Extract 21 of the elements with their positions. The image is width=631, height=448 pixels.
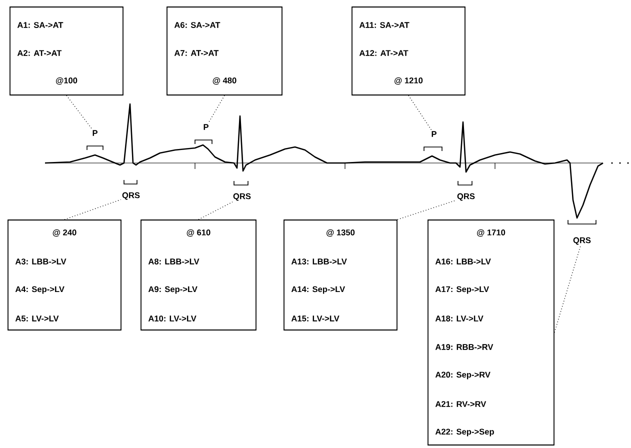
wave-label: QRS: [233, 193, 251, 201]
leader-line: [554, 246, 581, 333]
annotation-box: @ 240 A3: LBB->LV A4: Sep->LV A5: LV->LV: [8, 220, 122, 330]
leader-line: [397, 200, 456, 220]
wave-label: QRS: [122, 192, 140, 200]
leader-line: [198, 202, 233, 220]
leader-line: [64, 199, 122, 220]
wave-label: P: [432, 131, 436, 137]
leader-line: [66, 95, 92, 130]
leader-line: [208, 95, 225, 124]
wave-label: QRS: [573, 237, 591, 245]
annotation-box: A6: SA->AT A7: AT->AT @ 480: [166, 6, 282, 96]
annotation-box: @ 610 A8: LBB->LV A9: Sep->LV A10: LV->LV: [140, 220, 256, 330]
wave-label: P: [204, 124, 208, 130]
wave-label: P: [92, 130, 98, 136]
annotation-box: A1: SA->AT A2: AT->AT @100: [10, 6, 124, 96]
annotation-box: @ 1710 A16: LBB->LV A17: Sep->LV A18: LV->LV A19: RBB->RV A20: Sep->RV A21: RV->RV A22: Sep->Sep: [428, 220, 554, 446]
annotation-box: A11: SA->AT A12: AT->AT @ 1210: [352, 6, 466, 96]
leader-line: [408, 95, 432, 130]
annotation-box: @ 1350 A13: LBB->LV A14: Sep->LV A15: LV->LV: [284, 220, 398, 330]
wave-label: QRS: [457, 193, 475, 201]
